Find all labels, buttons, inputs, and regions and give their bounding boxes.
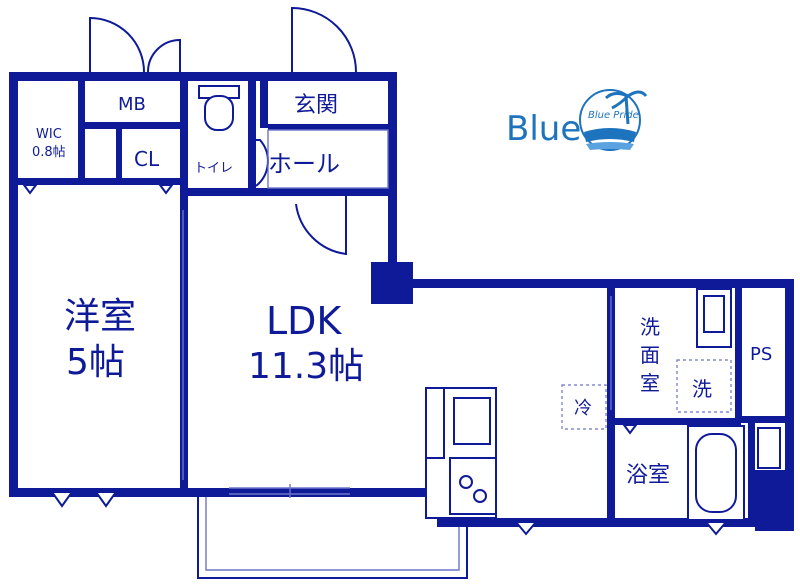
toilet-label: トイレ	[194, 161, 233, 176]
interior-walls	[14, 76, 790, 524]
cl-label: CL	[134, 147, 160, 171]
hall-label: ホール	[268, 150, 340, 178]
ldk-name: LDK	[266, 299, 342, 343]
entrance-label: 玄関	[294, 93, 338, 118]
hall-area	[267, 129, 389, 189]
western-room-name: 洋室	[64, 296, 136, 337]
fridge-label: 冷	[574, 398, 592, 419]
balcony	[197, 492, 468, 579]
washer-space	[676, 359, 732, 413]
toilet-fixture	[198, 85, 240, 131]
western-room-size: 5帖	[66, 342, 125, 383]
washer-label: 洗	[692, 377, 712, 401]
bathtub	[687, 425, 745, 521]
washroom-label-1: 洗	[640, 315, 660, 339]
logo-text: Blue	[506, 109, 581, 149]
washroom-label-3: 室	[640, 371, 660, 395]
wash-basin	[696, 288, 732, 348]
ps-label: PS	[750, 344, 772, 365]
brand-logo: Blue Blue Pride	[506, 89, 648, 151]
washroom-label-2: 面	[640, 343, 660, 367]
wic-size: 0.8帖	[32, 145, 66, 160]
room-labels: WIC 0.8帖 MB CL トイレ 玄関 ホール 洋室 5帖 LDK 11.3…	[32, 93, 772, 488]
logo-badge-text: Blue Pride	[588, 110, 639, 121]
kitchen-counter	[425, 387, 497, 519]
wic-label: WIC	[36, 127, 62, 142]
mb-label: MB	[118, 94, 146, 115]
fridge-space	[561, 384, 607, 430]
ldk-size: 11.3帖	[248, 346, 364, 387]
exterior-walls	[9, 72, 794, 531]
vent-markers	[22, 184, 729, 536]
bathroom-label: 浴室	[626, 463, 670, 488]
doors	[89, 6, 612, 498]
